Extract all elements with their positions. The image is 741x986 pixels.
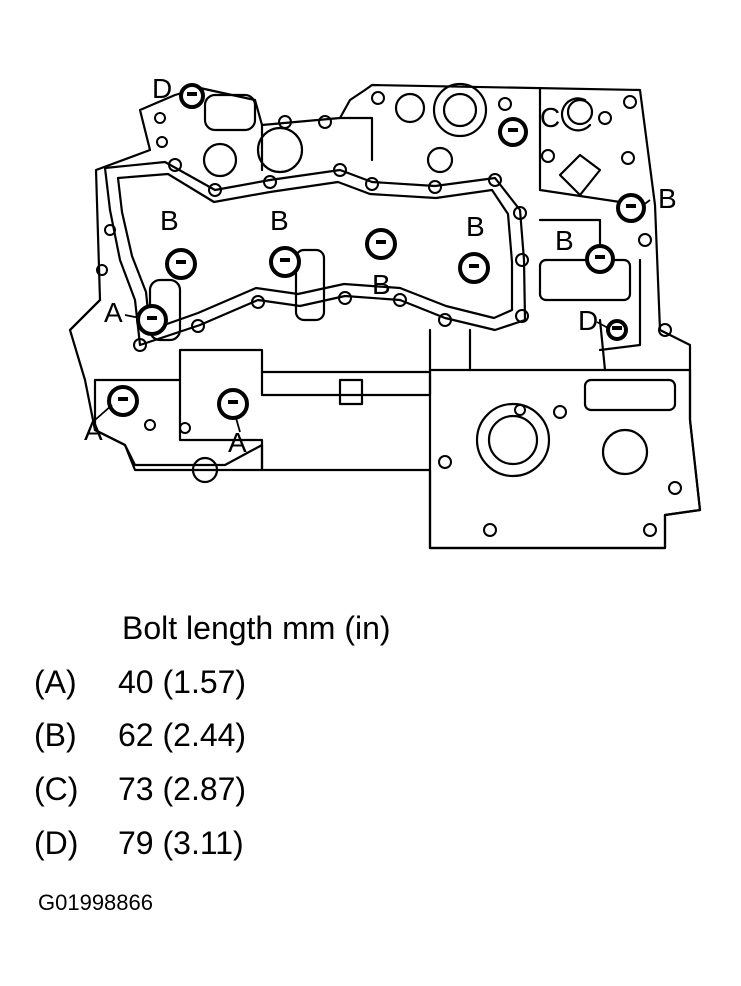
lower-block-rail xyxy=(260,370,432,397)
callout-a-bottom: A xyxy=(228,427,247,458)
callout-c: C xyxy=(540,102,560,133)
spool-4 xyxy=(538,258,632,302)
callout-a-left: A xyxy=(104,297,123,328)
legend-value-a: 40 (1.57) xyxy=(118,664,247,700)
bore-1-inner xyxy=(442,92,478,128)
bore-6 xyxy=(426,146,454,174)
lower-block xyxy=(428,368,702,550)
callout-a-bottom-left: A xyxy=(84,415,103,446)
callout-d-top: D xyxy=(152,73,172,104)
figure-id: G01998866 xyxy=(38,890,153,915)
legend-key-c: (C) xyxy=(34,771,79,807)
legend-value-d: 79 (3.11) xyxy=(118,825,244,861)
legend-row-b: (B) 62 (2.44) xyxy=(0,717,741,761)
bore-7 xyxy=(566,98,594,126)
valve-body-diagram: D C B B B B B B A A A D xyxy=(68,73,702,550)
bore-8 xyxy=(202,142,238,178)
legend-row-c: (C) 73 (2.87) xyxy=(0,771,741,815)
bore-9 xyxy=(191,456,219,484)
spool-6 xyxy=(558,153,602,197)
left-section xyxy=(93,378,264,472)
rail-port xyxy=(338,378,364,406)
spool-5 xyxy=(583,378,677,412)
bore-3 xyxy=(475,402,551,478)
bore-5 xyxy=(394,92,426,124)
bore-2 xyxy=(256,126,304,174)
callout-b-left: B xyxy=(160,205,179,236)
callout-d-right: D xyxy=(578,305,598,336)
legend-row-a: (A) 40 (1.57) xyxy=(0,664,741,708)
callout-b-right: B xyxy=(658,183,677,214)
spool-1 xyxy=(294,248,326,322)
legend-row-d: (D) 79 (3.11) xyxy=(0,825,741,869)
callout-b-bottom: B xyxy=(372,269,391,300)
callout-b-center-right: B xyxy=(466,211,485,242)
legend-key-a: (A) xyxy=(34,664,77,700)
bore-3-inner xyxy=(487,414,539,466)
legend-key-d: (D) xyxy=(34,825,79,861)
legend-key-b: (B) xyxy=(34,717,77,753)
legend-title: Bolt length mm (in) xyxy=(122,610,391,646)
c-clip xyxy=(560,97,592,132)
callout-b-right-inner: B xyxy=(555,225,574,256)
spool-3 xyxy=(203,93,257,132)
callout-b-center-left: B xyxy=(270,205,289,236)
bore-4 xyxy=(601,428,649,476)
legend-value-b: 62 (2.44) xyxy=(118,717,247,753)
bore-1 xyxy=(432,82,488,138)
gasket-outline xyxy=(103,160,527,347)
legend-value-c: 73 (2.87) xyxy=(118,771,247,807)
